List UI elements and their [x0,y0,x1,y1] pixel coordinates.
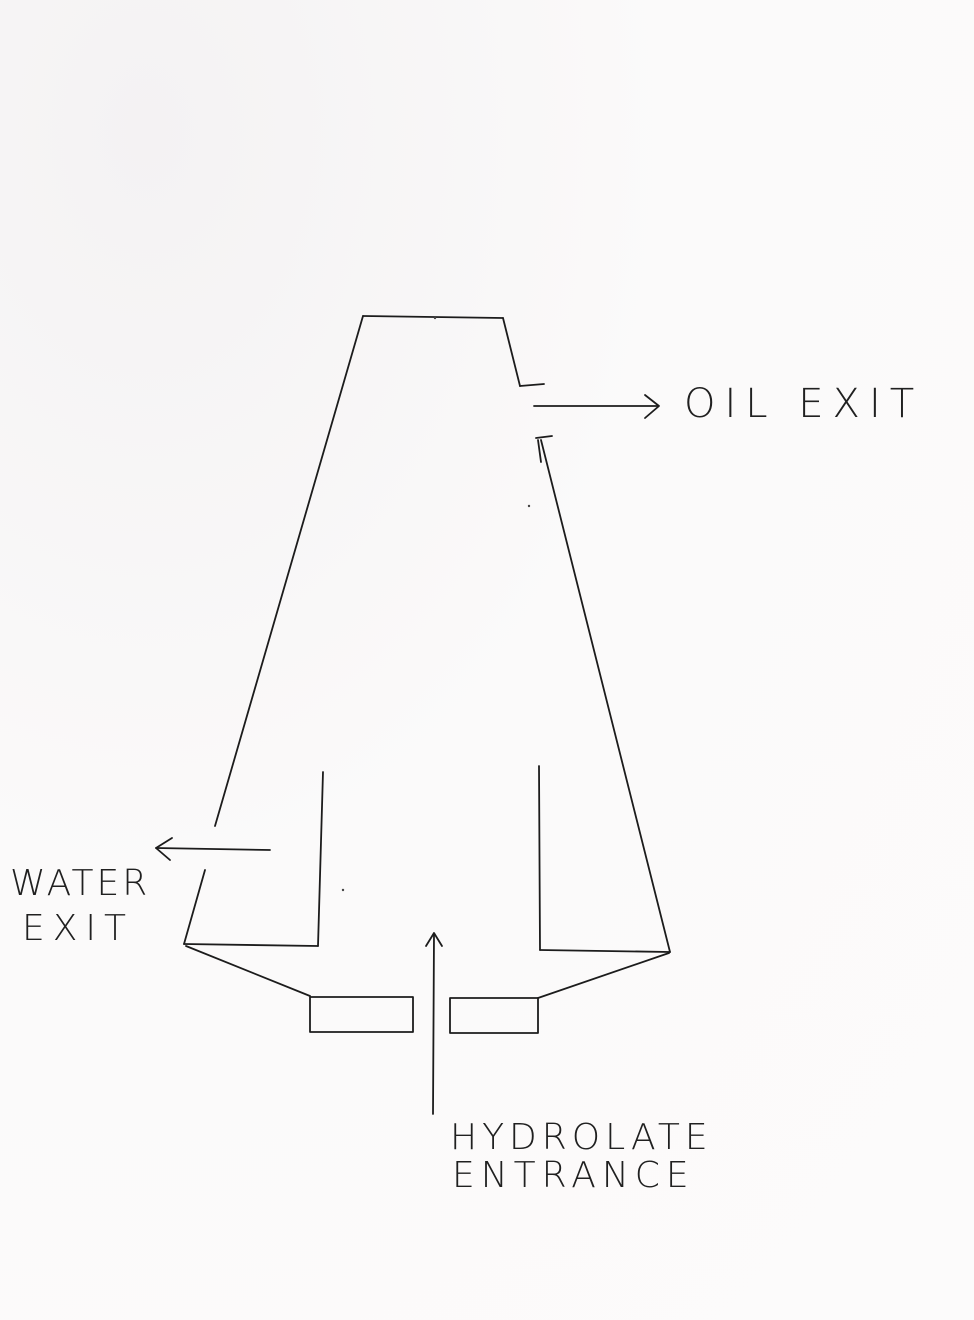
water-exit-label-line1: WATER [10,863,151,904]
hydrolate-entrance-arrow [425,932,443,1115]
oil-exit-arrow [533,394,660,419]
vessel-bottom-right [539,949,671,953]
ink-speck [433,316,437,320]
water-exit-label-line2: EXIT [22,908,135,949]
inlet-pipe [309,996,539,1034]
vessel-right-wall-upper [502,317,521,387]
ink-speck [341,888,345,892]
oil-exit-label: OIL EXIT [684,381,924,427]
left-standpipe [317,771,324,947]
vessel-bottom-left [183,943,319,947]
water-exit-arrow [155,837,271,861]
inlet-right-block [449,997,539,1034]
vessel-top [362,315,504,319]
vessel-left-wall-lower [183,869,206,945]
right-standpipe [538,765,541,951]
vessel-left-wall [214,315,364,827]
hydrolate-entrance-label-line1: HYDROLATE [450,1117,713,1158]
ink-speck [527,504,531,508]
bottom-funnel [185,945,670,999]
inlet-left-block [309,996,414,1033]
separator-vessel [183,315,671,953]
inner-standpipes [317,765,541,951]
hydrolate-entrance-label-line2: ENTRANCE [452,1155,695,1196]
oil-outlet-nozzle [519,383,553,463]
vessel-right-wall [540,439,671,953]
